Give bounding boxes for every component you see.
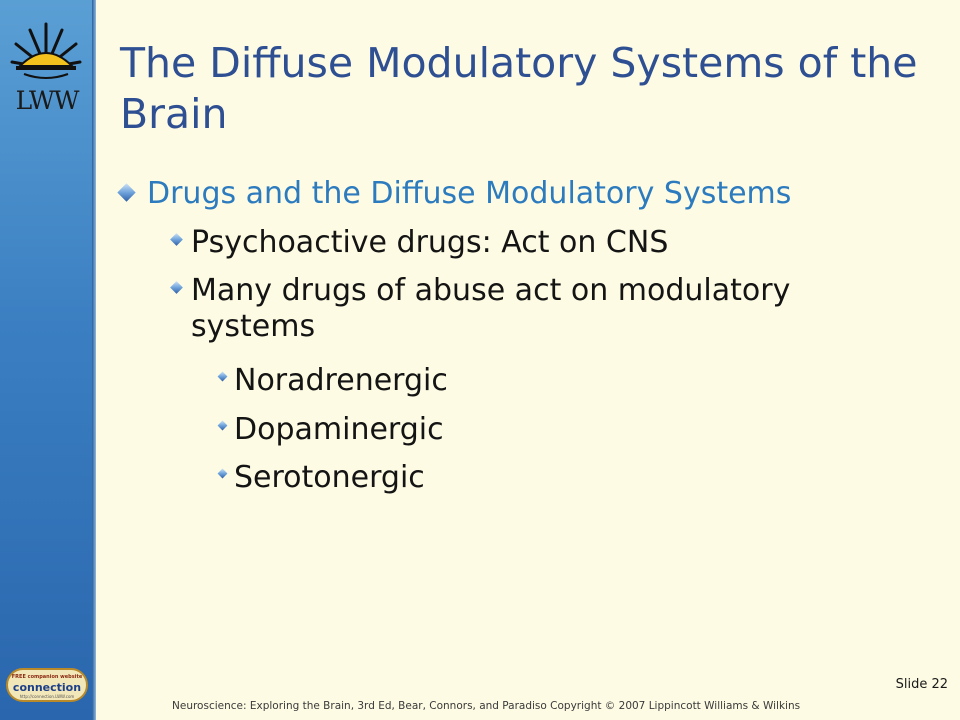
- diamond-bullet-icon: [217, 420, 228, 431]
- slide-title: The Diffuse Modulatory Systems of the Br…: [120, 39, 918, 138]
- bullet-level3: Dopaminergic: [217, 412, 444, 448]
- sidebar-band: [0, 0, 96, 720]
- badge-tagline: FREE companion website: [11, 674, 83, 680]
- connection-website-badge[interactable]: FREE companion website connection http:/…: [6, 668, 88, 702]
- diamond-bullet-icon: [170, 281, 183, 294]
- bullet-level3-text: Noradrenergic: [234, 363, 448, 398]
- bullet-level3: Serotonergic: [217, 460, 425, 496]
- slide-number: Slide 22: [895, 677, 948, 692]
- badge-url: http://connection.LWW.com: [19, 694, 75, 699]
- diamond-bullet-icon: [217, 468, 228, 479]
- badge-name: connection: [12, 681, 82, 694]
- bullet-level3: Noradrenergic: [217, 363, 448, 399]
- bullet-level1-text: Drugs and the Diffuse Modulatory Systems: [147, 176, 792, 211]
- bullet-level2-text: Psychoactive drugs: Act on CNS: [191, 225, 669, 260]
- footer-citation: Neuroscience: Exploring the Brain, 3rd E…: [172, 700, 801, 712]
- bullet-level3-text: Serotonergic: [234, 460, 425, 495]
- lww-logo-text: LWW: [15, 86, 80, 115]
- lww-starburst-logo-icon: [10, 22, 82, 79]
- bullet-level2: Psychoactive drugs: Act on CNS: [170, 225, 668, 261]
- bullet-level1: Drugs and the Diffuse Modulatory Systems: [117, 176, 792, 212]
- diamond-bullet-icon: [117, 183, 136, 202]
- sidebar-edge: [92, 0, 96, 720]
- bullet-level2-text: Many drugs of abuse act on modulatory sy…: [191, 273, 791, 344]
- bullet-level2: Many drugs of abuse act on modulatory sy…: [170, 273, 870, 345]
- diamond-bullet-icon: [217, 371, 228, 382]
- bullet-level3-text: Dopaminergic: [234, 412, 444, 447]
- diamond-bullet-icon: [170, 233, 183, 246]
